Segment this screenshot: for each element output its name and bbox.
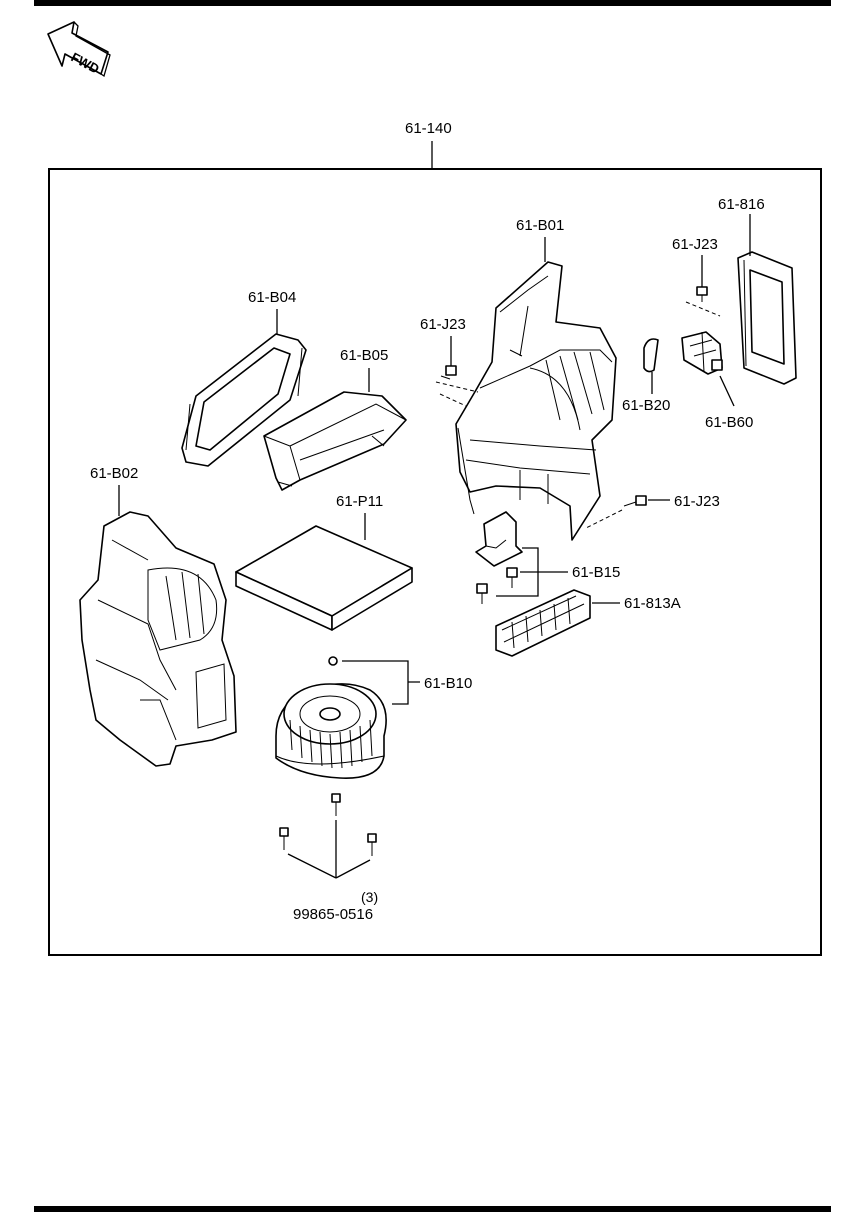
part-b10[interactable] xyxy=(275,683,387,779)
label-b01: 61-B01 xyxy=(516,217,564,234)
screw-b10[interactable] xyxy=(328,656,338,666)
assembly-frame xyxy=(48,168,822,956)
label-j23-right: 61-J23 xyxy=(674,493,720,510)
label-816: 61-816 xyxy=(718,196,765,213)
label-b10: 61-B10 xyxy=(424,675,472,692)
part-p11[interactable] xyxy=(235,525,413,631)
label-813a: 61-813A xyxy=(624,595,681,612)
label-b15: 61-B15 xyxy=(572,564,620,581)
label-j23-top: 61-J23 xyxy=(672,236,718,253)
bottom-rule xyxy=(34,1206,831,1212)
screw-quantity: (3) xyxy=(361,889,378,905)
part-813a[interactable] xyxy=(495,589,591,657)
label-b02: 61-B02 xyxy=(90,465,138,482)
screw-bottom-right[interactable] xyxy=(367,833,377,856)
screw-bottom-left[interactable] xyxy=(279,827,289,850)
part-b04[interactable] xyxy=(181,333,307,467)
screw-b15-a[interactable] xyxy=(506,567,518,588)
part-b20[interactable] xyxy=(643,338,659,373)
screw-j23-top[interactable] xyxy=(696,286,708,302)
screw-j23-right[interactable] xyxy=(623,495,647,507)
label-b20: 61-B20 xyxy=(622,397,670,414)
label-p11: 61-P11 xyxy=(336,493,383,510)
part-b02[interactable] xyxy=(79,511,237,767)
part-b15[interactable] xyxy=(475,511,523,567)
part-b01[interactable] xyxy=(455,261,617,541)
top-rule xyxy=(34,0,831,6)
part-b05[interactable] xyxy=(263,391,407,491)
screw-j23-left[interactable] xyxy=(440,365,457,380)
label-99865-0516: 99865-0516 xyxy=(293,906,373,923)
label-j23-left: 61-J23 xyxy=(420,316,466,333)
forward-arrow-icon: FWD xyxy=(47,21,111,78)
assembly-label: 61-140 xyxy=(405,120,452,137)
screw-bottom-center[interactable] xyxy=(331,793,341,816)
part-b60[interactable] xyxy=(681,331,723,375)
label-b04: 61-B04 xyxy=(248,289,296,306)
screw-b15-b[interactable] xyxy=(476,583,488,604)
part-816[interactable] xyxy=(737,251,797,385)
label-b60: 61-B60 xyxy=(705,414,753,431)
label-b05: 61-B05 xyxy=(340,347,388,364)
